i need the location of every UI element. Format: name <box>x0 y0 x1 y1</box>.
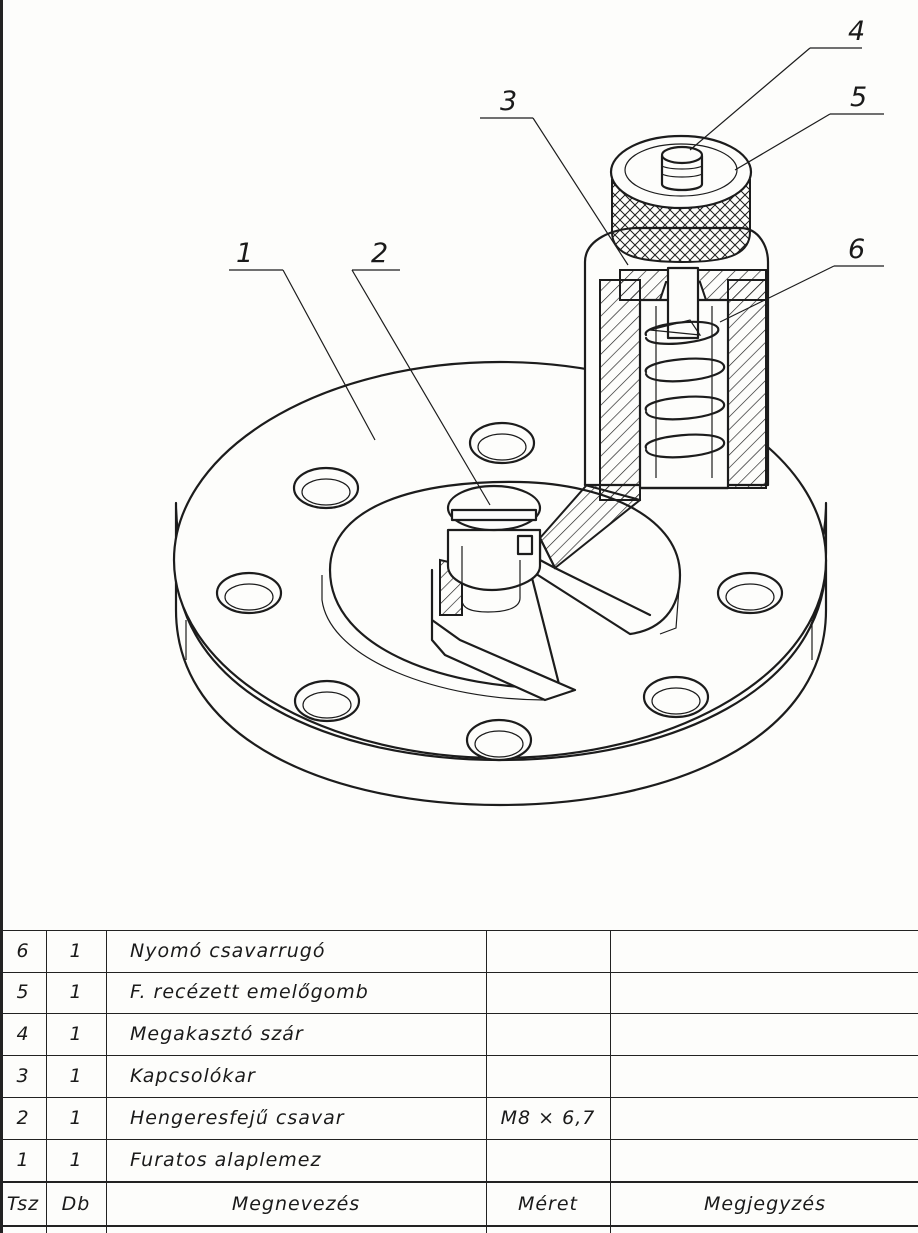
sheet-border <box>0 0 3 1233</box>
cell-size: M8 × 6,7 <box>500 1107 596 1129</box>
spring-housing <box>583 226 770 502</box>
header-note: Megjegyzés <box>704 1193 826 1215</box>
cell-tsz: 5 <box>16 981 30 1003</box>
cell-name: Megakasztó szár <box>130 1023 304 1045</box>
column-divider <box>106 930 107 1233</box>
parts-list-table: 6 1 Nyomó csavarrugó 5 1 F. recézett eme… <box>0 930 918 1233</box>
table-row: 2 1 Hengeresfejű csavar M8 × 6,7 <box>0 1098 918 1140</box>
cell-tsz: 2 <box>16 1107 30 1129</box>
cell-name: Nyomó csavarrugó <box>130 940 326 962</box>
callout-2: 2 <box>371 238 388 269</box>
cell-note <box>612 1098 918 1139</box>
cell-size <box>486 931 610 972</box>
cell-tsz: 3 <box>16 1065 30 1087</box>
cell-db: 1 <box>69 1065 83 1087</box>
cell-note <box>612 1014 918 1055</box>
table-row: 5 1 F. recézett emelőgomb <box>0 972 918 1014</box>
header-tsz: Tsz <box>6 1193 40 1215</box>
cell-size <box>486 1140 610 1181</box>
cell-note <box>612 931 918 972</box>
cell-size <box>486 972 610 1013</box>
cell-tsz: 1 <box>16 1149 30 1171</box>
header-name: Megnevezés <box>231 1193 361 1215</box>
cell-size <box>486 1014 610 1055</box>
column-divider <box>486 930 487 1233</box>
cell-db: 1 <box>69 1023 83 1045</box>
header-db: Db <box>61 1193 91 1215</box>
callout-leaders <box>229 47 884 506</box>
cheese-head-screw <box>446 484 542 613</box>
column-divider <box>46 930 47 1233</box>
threaded-stop-stem <box>660 145 704 192</box>
cell-db: 1 <box>69 1149 83 1171</box>
cell-note <box>612 1056 918 1097</box>
table-row: 3 1 Kapcsolókar <box>0 1056 918 1098</box>
callout-6: 6 <box>848 234 865 265</box>
callout-3: 3 <box>500 86 517 117</box>
cell-db: 1 <box>69 1107 83 1129</box>
cell-tsz: 4 <box>16 1023 30 1045</box>
column-divider <box>610 930 611 1233</box>
callout-5: 5 <box>850 82 867 113</box>
cell-name: Kapcsolókar <box>130 1065 256 1087</box>
cell-note <box>612 1140 918 1181</box>
callout-1: 1 <box>236 238 253 269</box>
table-header-row: Tsz Db Megnevezés Méret Megjegyzés <box>0 1184 918 1227</box>
compression-spring <box>644 306 726 478</box>
table-row: 6 1 Nyomó csavarrugó <box>0 930 918 973</box>
cell-db: 1 <box>69 940 83 962</box>
cell-note <box>612 972 918 1013</box>
cell-name: Hengeresfejű csavar <box>130 1107 345 1129</box>
cell-name: F. recézett emelőgomb <box>130 981 369 1003</box>
table-row: 1 1 Furatos alaplemez <box>0 1140 918 1183</box>
callout-4: 4 <box>848 16 865 47</box>
bolt-holes <box>215 421 784 762</box>
cell-db: 1 <box>69 981 83 1003</box>
cell-size <box>486 1056 610 1097</box>
cell-name: Furatos alaplemez <box>130 1149 322 1171</box>
header-size: Méret <box>517 1193 579 1215</box>
table-row: 4 1 Megakasztó szár <box>0 1014 918 1056</box>
cell-tsz: 6 <box>16 940 30 962</box>
